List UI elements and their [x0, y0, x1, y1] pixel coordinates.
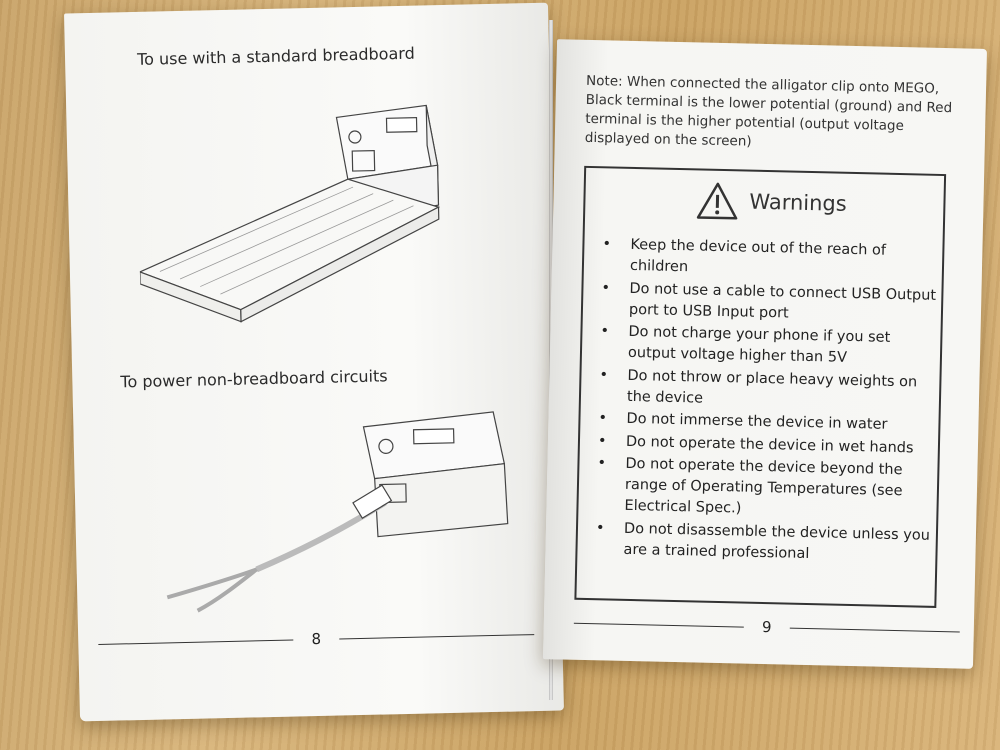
bullet: •	[598, 410, 608, 427]
left-page: To use with a standard breadboard To pow…	[64, 2, 564, 722]
bullet: •	[599, 366, 609, 383]
warning-item: • Do not use a cable to connect USB Outpu…	[597, 278, 938, 328]
bullet: •	[602, 236, 612, 253]
warnings-title: Warnings	[749, 189, 847, 216]
warning-item: • Keep the device out of the reach of chi…	[598, 234, 939, 284]
warning-text: Do not operate the device in wet hands	[625, 433, 914, 456]
bullet: •	[595, 519, 605, 536]
warning-text: Keep the device out of the reach of chil…	[629, 236, 887, 276]
heading-non-breadboard: To power non-breadboard circuits	[120, 366, 388, 392]
page-number-left: 8	[311, 629, 322, 649]
warning-text: Do not operate the device beyond the ran…	[624, 455, 903, 517]
left-page-footer: 8	[98, 625, 535, 653]
alligator-clip-note: Note: When connected the alligator clip …	[584, 72, 953, 150]
right-page-footer: 9	[573, 614, 960, 641]
warning-item: • Do not throw or place heavy weights on …	[595, 365, 936, 415]
heading-breadboard: To use with a standard breadboard	[136, 43, 415, 69]
bullet: •	[597, 432, 607, 449]
bullet: •	[601, 279, 611, 296]
page-number-right: 9	[761, 618, 772, 637]
warning-text: Do not disassemble the device unless you…	[623, 520, 931, 562]
warning-text: Do not immerse the device in water	[626, 410, 888, 433]
warning-item: • Do not disassemble the device unless yo…	[591, 518, 932, 568]
footer-rule	[573, 622, 745, 628]
warnings-box: Warnings • Keep the device out of the rea…	[574, 165, 947, 608]
breadboard-illustration	[138, 104, 441, 323]
warnings-header: Warnings	[695, 180, 847, 223]
bullet: •	[600, 323, 610, 340]
warnings-list: • Keep the device out of the reach of chi…	[591, 234, 938, 569]
bullet: •	[597, 455, 607, 472]
alligator-clip-illustration	[166, 411, 509, 613]
warning-item: • Do not charge your phone if you set out…	[596, 321, 937, 371]
footer-rule	[98, 639, 294, 645]
warning-text: Do not charge your phone if you set outp…	[627, 323, 891, 366]
warning-item: • Do not operate the device beyond the ra…	[592, 453, 933, 524]
warning-triangle-icon	[696, 182, 738, 220]
footer-rule	[789, 627, 960, 632]
footer-rule	[339, 633, 535, 640]
right-page: Note: When connected the alligator clip …	[543, 39, 987, 669]
warning-text: Do not use a cable to connect USB Output…	[628, 280, 937, 322]
warning-text: Do not throw or place heavy weights on t…	[626, 367, 918, 407]
